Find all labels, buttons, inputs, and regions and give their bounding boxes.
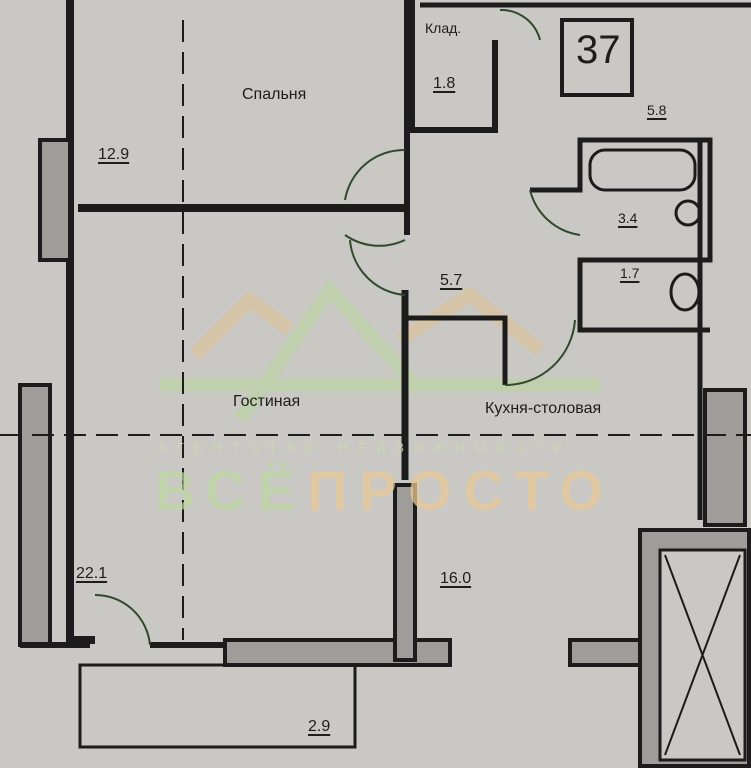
room-area-hall: 5.8 <box>647 102 667 118</box>
apartment-number: 37 <box>576 28 621 72</box>
room-area-balcony: 2.9 <box>308 718 331 735</box>
room-area-bathroom: 3.4 <box>618 210 638 226</box>
dashed-lines <box>0 20 751 640</box>
room-area-living: 22.1 <box>76 565 108 582</box>
room-name-bedroom: Спальня <box>242 86 307 103</box>
room-area-bedroom: 12.9 <box>98 146 130 163</box>
room-area-corridor: 5.7 <box>440 272 463 289</box>
watermark-tagline: АГЕНТСТВО НЕДВИЖИМОСТИ <box>158 440 572 455</box>
room-area-storage: 1.8 <box>433 75 456 92</box>
room-area-wc: 1.7 <box>620 265 640 281</box>
door-arcs <box>94 8 581 646</box>
room-name-living: Гостиная <box>233 393 301 410</box>
watermark-brand: ВСЁПРОСТО <box>155 459 616 522</box>
watermark-logo <box>160 278 600 424</box>
room-area-kitchen: 16.0 <box>440 570 472 587</box>
room-name-storage: Клад. <box>425 20 462 36</box>
room-name-kitchen: Кухня-столовая <box>485 400 602 417</box>
walls <box>18 0 751 768</box>
